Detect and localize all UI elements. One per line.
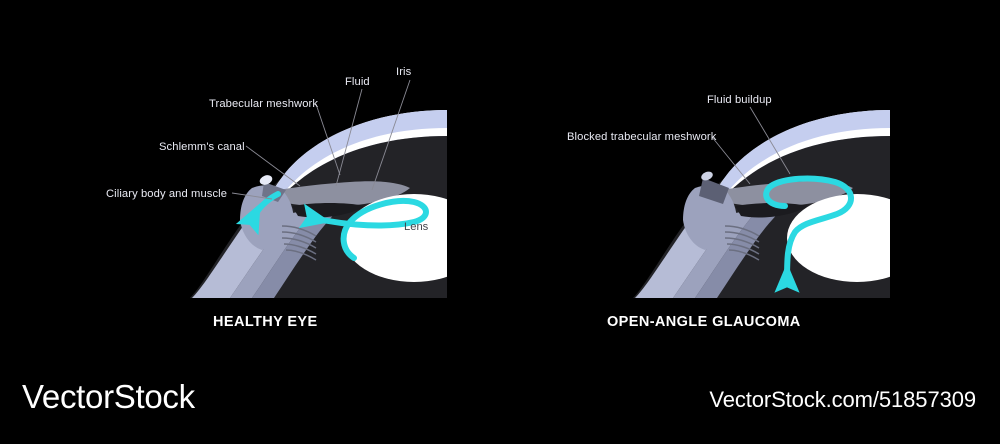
blocked-trabecular-meshwork xyxy=(699,178,729,204)
schlemms-canal xyxy=(701,171,713,181)
ciliary-processes xyxy=(281,225,317,261)
callout-label-fluid: Fluid xyxy=(345,76,370,88)
sclera-mid-band xyxy=(230,132,447,298)
lens xyxy=(787,194,890,282)
posterior-chamber xyxy=(735,203,809,218)
callout-label-schlemms-canal: Schlemm's canal xyxy=(159,141,245,153)
ciliary-processes xyxy=(724,225,760,261)
panel-healthy-eye xyxy=(182,110,447,298)
sclera-mid-band xyxy=(673,132,890,298)
healthy-eye-illustration xyxy=(182,110,447,298)
inline-label-lens: Lens xyxy=(404,221,429,233)
iris xyxy=(711,181,853,207)
fluid-buildup-path xyxy=(763,175,854,293)
callout-label-ciliary-body-and-muscle: Ciliary body and muscle xyxy=(106,188,228,200)
callout-label-iris: Iris xyxy=(396,66,412,78)
callout-label-blocked-trabecular-meshwork: Blocked trabecular meshwork xyxy=(567,131,717,143)
fluid-flow-path-outflow xyxy=(235,191,281,236)
callout-label-trabecular-meshwork: Trabecular meshwork xyxy=(209,98,319,110)
cornea xyxy=(703,110,890,222)
caption-healthy-eye: HEALTHY EYE xyxy=(213,314,318,330)
vectorstock-url: VectorStock.com/51857309 xyxy=(709,387,976,412)
sclera-outer-band xyxy=(635,112,890,298)
vectorstock-logo: VectorStock xyxy=(22,378,195,415)
outer-background-wedge xyxy=(625,110,890,298)
sclera-outer-band xyxy=(192,112,447,298)
fluid-flow-path-inflow xyxy=(298,198,429,261)
caption-open-angle-glaucoma: OPEN-ANGLE GLAUCOMA xyxy=(607,314,801,330)
callout-label-fluid-buildup: Fluid buildup xyxy=(707,94,772,106)
